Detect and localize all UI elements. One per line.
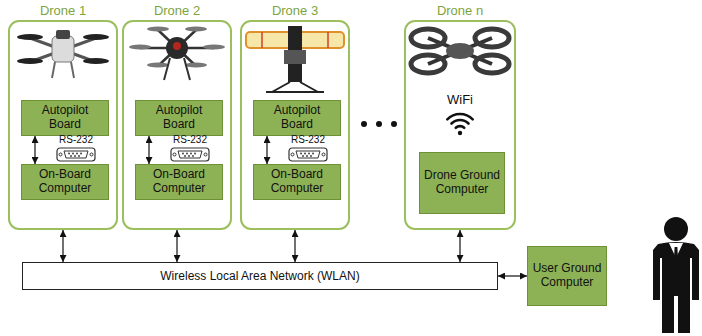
drone-picture [129, 27, 225, 81]
box-label: User Ground Computer [531, 262, 603, 290]
box-label: On-Board Computer [25, 168, 105, 196]
hardware-box: Autopilot Board [135, 100, 223, 136]
drone-cage [327, 32, 329, 48]
drone-picture [246, 26, 344, 92]
box-label: Autopilot Board [139, 104, 219, 132]
rs232-connector [289, 148, 327, 161]
rs232-connector [57, 148, 95, 161]
user-tie [673, 247, 678, 276]
landing-gear [272, 82, 290, 92]
drone-cage [261, 32, 263, 48]
propeller [17, 34, 43, 40]
drone-picture [17, 30, 109, 78]
link-arrow [176, 230, 177, 262]
drone-body [284, 50, 306, 64]
drone-group: Drone nDrone Ground Computer [404, 20, 516, 230]
link-arrow [294, 230, 295, 262]
port-label: RS-232 [59, 134, 93, 145]
port-label: RS-232 [291, 134, 325, 145]
propeller [17, 58, 43, 64]
drone-body [166, 37, 188, 59]
propeller [185, 27, 207, 32]
link-arrow [459, 230, 460, 262]
hardware-box: Drone Ground Computer [419, 152, 505, 214]
landing-gear [300, 82, 318, 92]
link-arrow [34, 136, 35, 164]
hardware-box: On-Board Computer [253, 164, 341, 200]
box-label: Autopilot Board [25, 104, 105, 132]
user-head [664, 217, 688, 241]
port-label: RS-232 [173, 134, 207, 145]
box-label: On-Board Computer [257, 168, 337, 196]
group-title: Drone 2 [120, 3, 234, 18]
ellipsis-dot [376, 121, 382, 127]
drone-picture [411, 29, 509, 73]
hardware-box: On-Board Computer [135, 164, 223, 200]
propeller-guard [475, 55, 509, 73]
drone-group: Drone 1Autopilot BoardOn-Board Computer [8, 20, 118, 230]
hardware-box: On-Board Computer [21, 164, 109, 200]
box-label: On-Board Computer [139, 168, 219, 196]
group-title: Drone 1 [6, 3, 120, 18]
drone-group: Drone 3Autopilot BoardOn-Board Computer [240, 20, 350, 230]
ellipsis-dot [391, 121, 397, 127]
drone-arm [158, 30, 196, 66]
propeller [203, 45, 225, 50]
drone-arm [428, 38, 492, 64]
link-arrow [266, 136, 267, 164]
ellipsis-dot [361, 121, 367, 127]
propeller [83, 58, 109, 64]
landing-gear [266, 91, 324, 93]
propeller-guard [411, 29, 445, 47]
box-label: Autopilot Board [257, 104, 337, 132]
landing-gear [184, 58, 190, 80]
hardware-box: User Ground Computer [527, 246, 607, 306]
link-arrow [498, 275, 527, 276]
hardware-box: Autopilot Board [21, 100, 109, 136]
box-label: Wireless Local Area Network (WLAN) [160, 269, 359, 283]
landing-gear [71, 62, 74, 78]
group-title: Drone n [402, 3, 518, 18]
wifi-arc [452, 120, 469, 124]
drone-arm [428, 38, 492, 64]
landing-gear [164, 58, 170, 80]
rs232-connector [171, 148, 209, 161]
group-title: Drone 3 [238, 3, 352, 18]
wireless-label: WiFi [447, 92, 473, 107]
network-bus: Wireless Local Area Network (WLAN) [22, 262, 498, 290]
wifi-dot [458, 131, 462, 135]
propeller [185, 63, 207, 68]
drone-arm [158, 30, 196, 66]
drone-group: Drone 2Autopilot BoardOn-Board Computer [122, 20, 232, 230]
propeller [147, 63, 169, 68]
user-body [653, 242, 699, 333]
drone-body [56, 30, 70, 39]
landing-gear [52, 62, 55, 78]
propeller [147, 27, 169, 32]
drone-body [52, 36, 74, 62]
wifi-arc [456, 126, 464, 128]
drone-body [446, 43, 474, 59]
wifi-symbol [447, 114, 472, 128]
propeller [83, 34, 109, 40]
propeller-guard [475, 29, 509, 47]
propeller [129, 45, 151, 50]
box-label: Drone Ground Computer [423, 169, 501, 197]
link-arrow [62, 230, 63, 262]
propeller-guard [411, 55, 445, 73]
wifi-arc [447, 114, 472, 119]
link-arrow [148, 136, 149, 164]
user-figure [653, 217, 699, 333]
drone-body [173, 42, 181, 50]
hardware-box: Autopilot Board [253, 100, 341, 136]
